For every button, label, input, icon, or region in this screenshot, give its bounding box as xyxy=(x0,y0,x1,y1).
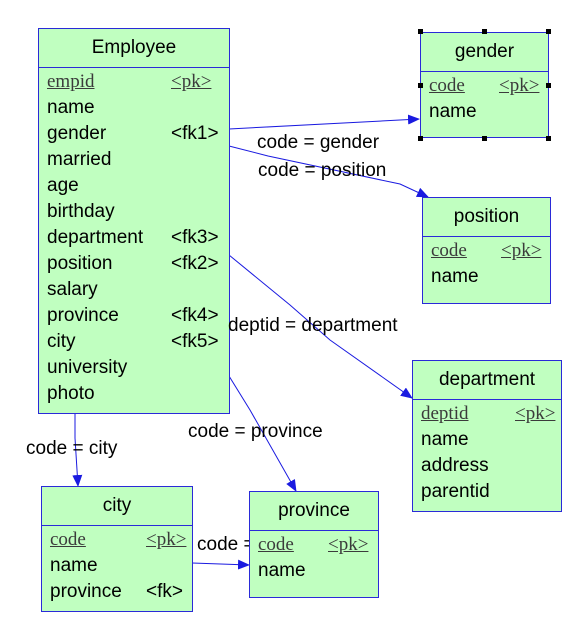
edge-employee-department xyxy=(228,254,413,399)
attribute-key: <pk> xyxy=(499,75,540,96)
attribute-row: address xyxy=(413,453,561,479)
edge-employee-position xyxy=(228,145,429,198)
attribute-row: name xyxy=(39,95,229,121)
attribute-name: city xyxy=(47,331,76,352)
attribute-row: code <pk> xyxy=(42,527,192,553)
attribute-row: province <fk> xyxy=(42,579,192,605)
attribute-row: department <fk3> xyxy=(39,225,229,251)
attribute-row: position <fk2> xyxy=(39,251,229,277)
attribute-row: gender <fk1> xyxy=(39,121,229,147)
attribute-name: university xyxy=(47,357,128,378)
attribute-name: name xyxy=(47,97,95,118)
attribute-row: code <pk> xyxy=(421,73,548,99)
attribute-key: <pk> xyxy=(515,403,556,424)
selection-handle[interactable] xyxy=(482,29,487,34)
attribute-row: name xyxy=(423,264,550,290)
entity-province[interactable]: province code <pk> name xyxy=(249,491,379,598)
selection-handle[interactable] xyxy=(546,136,551,141)
attribute-name: deptid xyxy=(421,403,469,424)
attribute-row: age xyxy=(39,173,229,199)
attribute-key: <fk> xyxy=(146,581,183,602)
attribute-key: <fk3> xyxy=(171,227,219,248)
attribute-row: photo xyxy=(39,381,229,407)
attribute-name: code xyxy=(431,240,467,261)
edge-employee-province xyxy=(228,375,297,492)
attribute-row: code <pk> xyxy=(423,238,550,264)
entity-position[interactable]: position code <pk> name xyxy=(422,197,551,304)
attribute-row: province <fk4> xyxy=(39,303,229,329)
attribute-key: <pk> xyxy=(328,534,369,555)
attribute-row: parentid xyxy=(413,479,561,505)
attribute-row: name xyxy=(413,427,561,453)
relationship-label: code = position xyxy=(258,160,387,181)
attribute-name: birthday xyxy=(47,201,115,222)
attribute-name: code xyxy=(429,75,465,96)
selection-handle[interactable] xyxy=(546,83,551,88)
entity-gender[interactable]: gender code <pk> name xyxy=(420,32,549,138)
relationship-label: code = gender xyxy=(257,132,380,153)
entity-title: Employee xyxy=(39,29,229,68)
attribute-name: empid xyxy=(47,71,95,92)
attribute-name: name xyxy=(429,101,477,122)
entity-title: department xyxy=(413,361,561,400)
attribute-row: name xyxy=(421,99,548,125)
edge-employee-gender xyxy=(228,114,420,130)
attribute-row: university xyxy=(39,355,229,381)
attribute-name: name xyxy=(258,560,306,581)
selection-handle[interactable] xyxy=(418,83,423,88)
entity-title: province xyxy=(250,492,378,531)
attribute-name: gender xyxy=(47,123,107,144)
attribute-key: <fk5> xyxy=(171,331,219,352)
attribute-row: birthday xyxy=(39,199,229,225)
attribute-row: code <pk> xyxy=(250,532,378,558)
edge-employee-city xyxy=(72,413,83,487)
selection-handle[interactable] xyxy=(546,29,551,34)
attribute-name: name xyxy=(421,429,469,450)
attribute-name: photo xyxy=(47,383,95,404)
entity-title: position xyxy=(423,198,550,237)
selection-handle[interactable] xyxy=(418,136,423,141)
attribute-name: age xyxy=(47,175,79,196)
entity-title: city xyxy=(42,487,192,526)
attribute-row: name xyxy=(250,558,378,584)
attribute-row: name xyxy=(42,553,192,579)
attribute-key: <fk2> xyxy=(171,253,219,274)
attribute-name: name xyxy=(431,266,479,287)
attribute-row: deptid <pk> xyxy=(413,401,561,427)
attribute-key: <pk> xyxy=(171,71,212,92)
relationship-label: code = province xyxy=(188,421,323,442)
attribute-name: province xyxy=(50,581,122,602)
attribute-row: city <fk5> xyxy=(39,329,229,355)
entity-employee[interactable]: Employee empid <pk> name gender <fk1> marr… xyxy=(38,28,230,414)
attribute-name: code xyxy=(50,529,86,550)
attribute-name: province xyxy=(47,305,119,326)
attribute-name: married xyxy=(47,149,112,170)
relationship-label: deptid = department xyxy=(228,315,398,336)
attribute-key: <pk> xyxy=(501,240,542,261)
attribute-key: <fk4> xyxy=(171,305,219,326)
attribute-key: <pk> xyxy=(146,529,187,550)
attribute-row: empid <pk> xyxy=(39,69,229,95)
attribute-name: position xyxy=(47,253,113,274)
selection-handle[interactable] xyxy=(418,29,423,34)
attribute-name: name xyxy=(50,555,98,576)
selection-handle[interactable] xyxy=(482,136,487,141)
attribute-key: <fk1> xyxy=(171,123,219,144)
relationship-label: code = city xyxy=(26,438,118,459)
attribute-row: married xyxy=(39,147,229,173)
attribute-name: department xyxy=(47,227,144,248)
entity-department[interactable]: department deptid <pk> name address paren… xyxy=(412,360,562,512)
entity-title: gender xyxy=(421,33,548,72)
attribute-name: address xyxy=(421,455,489,476)
edge-city-province xyxy=(191,559,250,570)
attribute-name: code xyxy=(258,534,294,555)
attribute-name: parentid xyxy=(421,481,490,502)
entity-city[interactable]: city code <pk> name province <fk> xyxy=(41,486,193,612)
attribute-name: salary xyxy=(47,279,98,300)
attribute-row: salary xyxy=(39,277,229,303)
